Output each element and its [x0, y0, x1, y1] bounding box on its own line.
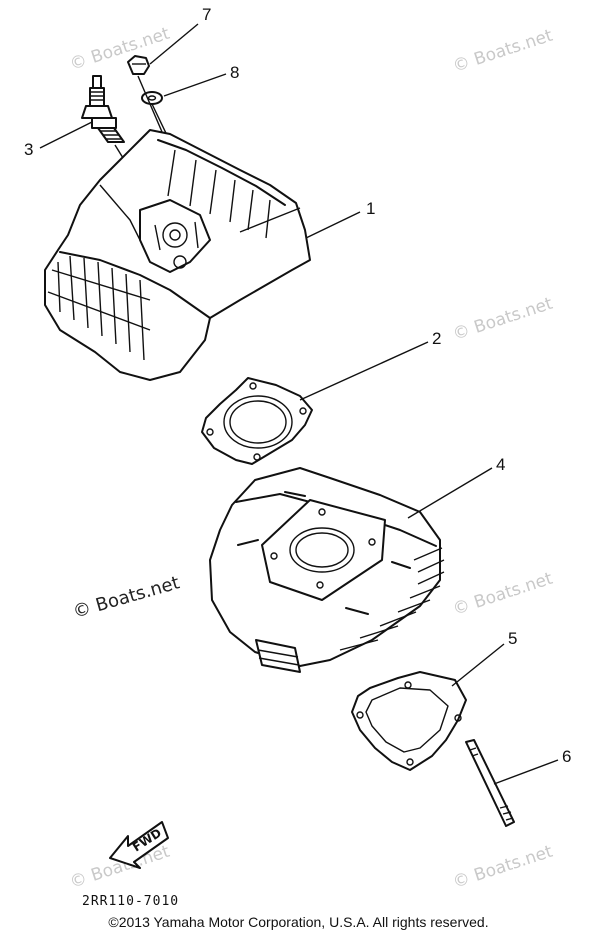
leader-2 — [299, 341, 429, 401]
leader-8 — [163, 73, 227, 97]
callout-5: 5 — [508, 629, 517, 648]
callout-numbers: 7 8 3 1 2 4 5 6 — [24, 5, 571, 766]
callout-7: 7 — [202, 5, 211, 24]
callout-8: 8 — [230, 63, 239, 82]
callout-3: 3 — [24, 140, 33, 159]
drawing-code: 2RR110-7010 — [82, 894, 179, 909]
part-5-base-gasket — [351, 671, 467, 771]
leader-1 — [305, 211, 361, 239]
leader-lines — [39, 23, 559, 785]
watermark-top-right: © Boats.net — [450, 26, 555, 77]
callout-4: 4 — [496, 455, 505, 474]
callout-2: 2 — [432, 329, 441, 348]
callout-1: 1 — [366, 199, 375, 218]
part-2-head-gasket — [201, 377, 313, 465]
watermark-center: © Boats.net — [71, 572, 182, 622]
watermark-bottom-right: © Boats.net — [450, 842, 555, 893]
part-7-nut — [127, 55, 150, 75]
part-3-spark-plug — [81, 75, 125, 143]
leader-6 — [493, 759, 559, 785]
leader-4 — [407, 467, 493, 519]
leader-5 — [451, 643, 505, 687]
leader-3 — [39, 121, 93, 149]
part-1-cylinder-head — [44, 129, 311, 381]
callout-6: 6 — [562, 747, 571, 766]
part-4-cylinder — [209, 467, 445, 673]
watermark-low-right: © Boats.net — [450, 569, 555, 620]
copyright-notice: ©2013 Yamaha Motor Corporation, U.S.A. A… — [108, 914, 489, 930]
leader-7 — [149, 23, 199, 65]
part-6-stud-bolt — [465, 739, 515, 827]
watermark-mid-right: © Boats.net — [450, 294, 555, 345]
watermark-top-left: © Boats.net — [67, 24, 172, 75]
